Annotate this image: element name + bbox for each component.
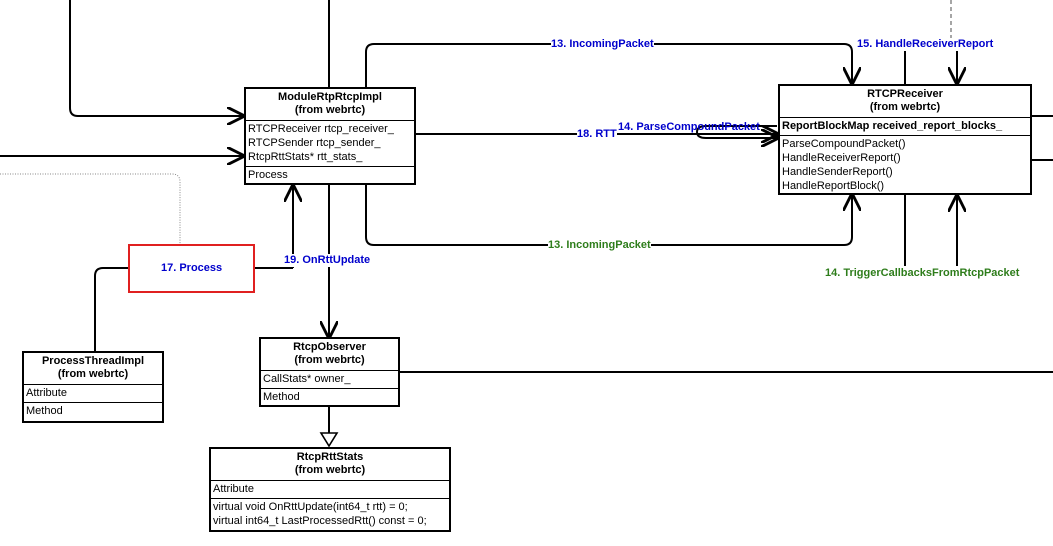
attribute-row: ReportBlockMap received_report_blocks_	[782, 120, 1003, 132]
class-stereotype: (from webrtc)	[294, 354, 365, 366]
methods-section: Process	[246, 166, 414, 184]
class-header: RtcpRttStats (from webrtc)	[211, 449, 449, 480]
method-row: virtual int64_t LastProcessedRtt() const…	[213, 515, 427, 527]
label-on-rtt-update: 19. OnRttUpdate	[284, 254, 371, 267]
methods-section: virtual void OnRttUpdate(int64_t rtt) = …	[211, 498, 449, 530]
class-header: RtcpObserver (from webrtc)	[261, 339, 398, 370]
class-stereotype: (from webrtc)	[294, 464, 366, 476]
method-row: virtual void OnRttUpdate(int64_t rtt) = …	[213, 501, 408, 513]
method-row: HandleSenderReport()	[782, 166, 893, 178]
methods-section: Method	[261, 388, 398, 406]
attribute-row: CallStats* owner_	[263, 373, 351, 385]
class-stereotype: (from webrtc)	[57, 368, 129, 380]
class-rtcp-observer[interactable]: RtcpObserver (from webrtc) CallStats* ow…	[259, 337, 400, 407]
label-trigger-callbacks: 14. TriggerCallbacksFromRtcpPacket	[825, 267, 1020, 280]
class-name: ProcessThreadImpl	[41, 355, 145, 367]
class-header: ModuleRtpRtcpImpl (from webrtc)	[246, 89, 414, 120]
class-header: ProcessThreadImpl (from webrtc)	[24, 353, 162, 384]
class-name: RtcpObserver	[293, 341, 366, 353]
method-row: HandleReportBlock()	[782, 180, 885, 192]
class-rtcp-rtt-stats[interactable]: RtcpRttStats (from webrtc) Attribute vir…	[209, 447, 451, 532]
class-header: RTCPReceiver (from webrtc)	[780, 86, 1030, 117]
attribute-row: RTCPReceiver rtcp_receiver_	[248, 123, 394, 135]
attribute-row: Attribute	[26, 387, 67, 399]
attributes-section: RTCPReceiver rtcp_receiver_ RTCPSender r…	[246, 120, 414, 166]
attributes-section: CallStats* owner_	[261, 370, 398, 388]
class-process-thread-impl[interactable]: ProcessThreadImpl (from webrtc) Attribut…	[22, 351, 164, 423]
inheritance-triangle	[319, 432, 339, 448]
connector-left-top	[69, 0, 243, 116]
label-rtt: 18. RTT	[577, 128, 617, 141]
method-row: ParseCompoundPacket()	[782, 138, 906, 150]
attributes-section: Attribute	[24, 384, 162, 402]
label-incoming-packet-bottom: 13. IncomingPacket	[548, 239, 651, 252]
method-row: Method	[263, 391, 300, 403]
class-stereotype: (from webrtc)	[869, 101, 941, 113]
attributes-section: Attribute	[211, 480, 449, 498]
methods-section: ParseCompoundPacket() HandleReceiverRepo…	[780, 135, 1030, 195]
class-rtcp-receiver[interactable]: RTCPReceiver (from webrtc) ReportBlockMa…	[778, 84, 1032, 195]
process-highlight-box	[128, 244, 255, 293]
class-name: ModuleRtpRtcpImpl	[278, 91, 382, 103]
class-name: RTCPReceiver	[867, 88, 943, 100]
attribute-row: RtcpRttStats* rtt_stats_	[248, 151, 363, 163]
method-row: Process	[248, 169, 288, 181]
label-handle-receiver-report: 15. HandleReceiverReport	[857, 38, 994, 51]
label-parse-compound-packet: 14. ParseCompoundPacket	[618, 121, 760, 133]
class-stereotype: (from webrtc)	[294, 104, 366, 116]
edge-parse-compound-packet	[695, 125, 777, 138]
label-process: 17. Process	[161, 262, 223, 275]
class-name: RtcpRttStats	[296, 451, 364, 463]
class-module-rtp-rtcp-impl[interactable]: ModuleRtpRtcpImpl (from webrtc) RTCPRece…	[244, 87, 416, 185]
edge-process	[94, 267, 128, 351]
attribute-row: RTCPSender rtcp_sender_	[248, 137, 381, 149]
method-row: HandleReceiverReport()	[782, 152, 901, 164]
connector-dotted-process	[0, 173, 181, 244]
label-incoming-packet-top: 13. IncomingPacket	[551, 38, 654, 51]
attribute-row: Attribute	[213, 483, 254, 495]
methods-section: Method	[24, 402, 162, 420]
attributes-section: ReportBlockMap received_report_blocks_	[780, 117, 1030, 135]
method-row: Method	[26, 405, 63, 417]
